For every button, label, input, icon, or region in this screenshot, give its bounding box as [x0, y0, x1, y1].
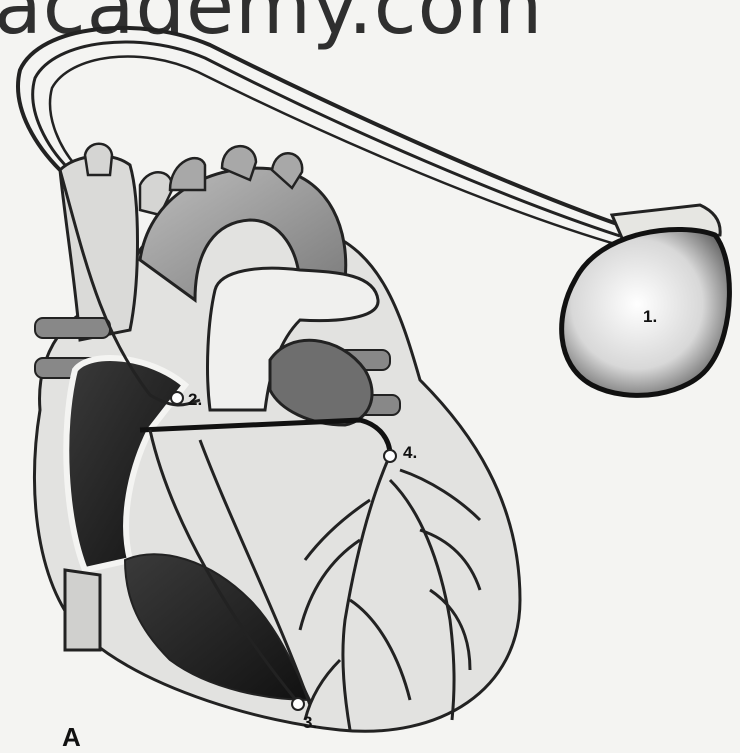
ventricular-lead-tip: [292, 698, 304, 710]
label-ventricle-lead-tip: 3.: [303, 713, 317, 732]
coronary-lead-tip: [384, 450, 396, 462]
bottom-caption-fragment: A: [62, 722, 81, 753]
inferior-vena-cava: [65, 570, 100, 650]
heart: [34, 144, 520, 732]
label-right-atrium-lead-tip: 2.: [188, 390, 202, 409]
label-coronary-lead-point: 4.: [403, 443, 417, 462]
atrial-lead-tip: [171, 392, 183, 404]
superior-vena-cava: [60, 156, 138, 340]
pacemaker-generator: [562, 205, 730, 395]
label-pacemaker: 1.: [643, 307, 657, 326]
